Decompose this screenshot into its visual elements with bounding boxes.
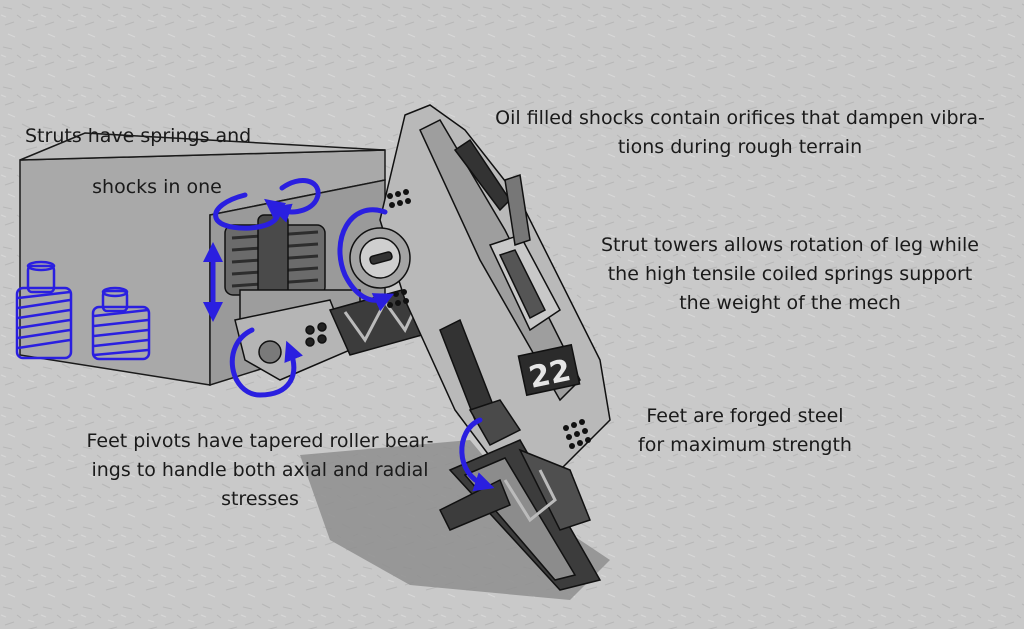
- annotation-feet-pivots-line1: Feet pivots have tapered roller bear-: [86, 430, 434, 452]
- annotation-oil-shocks-line2: tions during rough terrain: [617, 136, 863, 158]
- annotation-feet-steel-line2: for maximum strength: [638, 434, 852, 456]
- bolt-dots-foot: [563, 419, 591, 449]
- annotation-strut-towers: Strut towers allows rotation of leg whil…: [575, 231, 1005, 318]
- strut-assembly: [224, 214, 361, 331]
- annotation-arrows: [203, 178, 495, 492]
- annotation-feet-steel: Feet are forged steel for maximum streng…: [620, 402, 870, 460]
- annotation-oil-shocks: Oil filled shocks contain orifices that …: [470, 104, 1010, 162]
- leg-number-text: 22: [526, 353, 574, 396]
- annotation-feet-pivots-line3: stresses: [221, 488, 299, 510]
- annotation-feet-pivots-line2: ings to handle both axial and radial: [91, 459, 429, 481]
- annotation-strut-towers-line2: the high tensile coiled springs support: [607, 263, 973, 285]
- rotation-arrow-top-right: [270, 178, 321, 223]
- annotation-struts-line1: Struts have springs and: [25, 125, 252, 147]
- annotation-struts-line2: shocks in one: [92, 176, 222, 198]
- rotation-arrow-foot-pivot: [459, 417, 495, 492]
- annotation-strut-towers-line1: Strut towers allows rotation of leg whil…: [600, 234, 979, 256]
- rotation-arrow-strut-tower: [337, 207, 395, 312]
- annotation-strut-towers-line3: the weight of the mech: [679, 292, 901, 314]
- spring-sketch-small: [91, 286, 151, 361]
- annotation-struts: Struts have springs and: [25, 122, 275, 151]
- annotation-feet-steel-line1: Feet are forged steel: [646, 405, 844, 427]
- leg-number-badge: 22: [517, 343, 581, 397]
- annotation-oil-shocks-line1: Oil filled shocks contain orifices that …: [495, 107, 985, 129]
- spring-sketch-large: [15, 260, 73, 360]
- lower-joint-plate: [234, 299, 351, 381]
- annotation-feet-pivots: Feet pivots have tapered roller bear- in…: [75, 427, 445, 514]
- annotation-struts-line2-box: shocks in one: [72, 173, 242, 202]
- rotation-arrow-joint: [229, 327, 303, 398]
- bolt-dots-upper: [387, 189, 411, 208]
